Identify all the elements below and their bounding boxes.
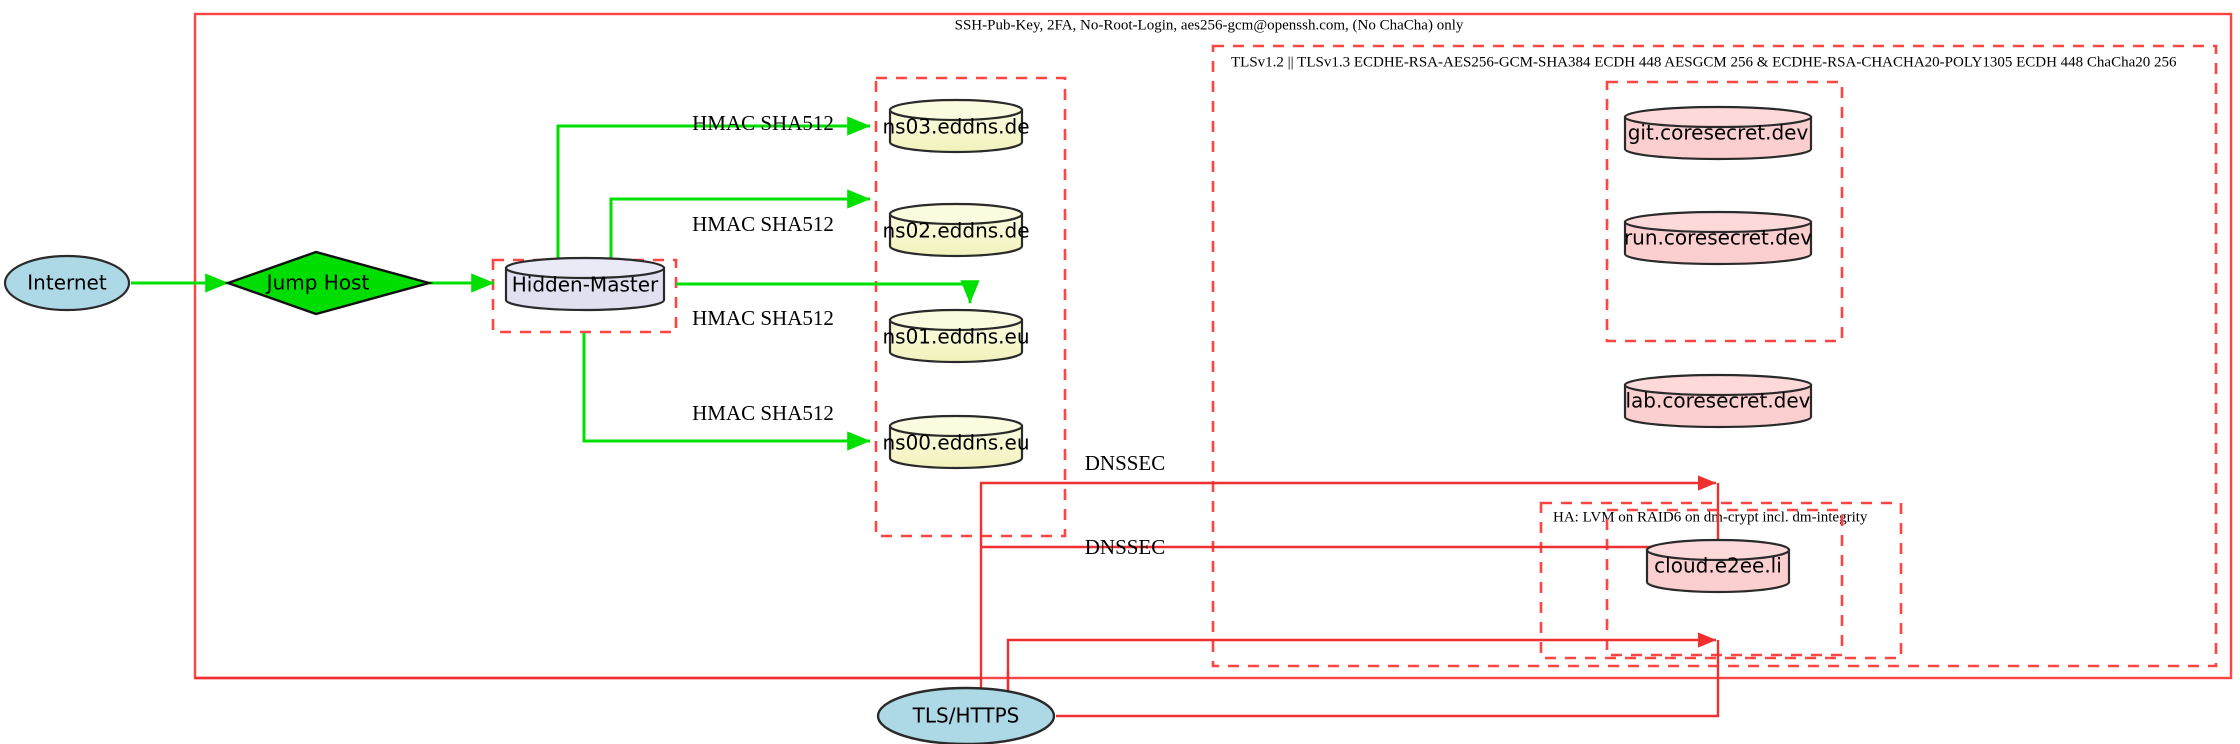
- cluster-hidden-master-boundary: [491, 258, 678, 334]
- node-git-coresecret[interactable]: git.coresecret.dev: [1623, 105, 1813, 161]
- node-ns02[interactable]: ns02.eddns.de: [882, 202, 1030, 258]
- cluster-ha-label: HA: LVM on RAID6 on dm-crypt incl. dm-in…: [1553, 509, 1868, 525]
- edge-hiddenmaster-to-ns02: [609, 189, 871, 268]
- edge-label-dnssec-bottom: DNSSEC: [1085, 535, 1166, 559]
- node-ns01[interactable]: ns01.eddns.eu: [882, 308, 1030, 364]
- edge-dnssec-top: [979, 475, 1717, 700]
- node-ns00[interactable]: ns00.eddns.eu: [882, 414, 1030, 470]
- node-internet[interactable]: Internet: [3, 254, 131, 312]
- edge-hiddenmaster-to-ns03: [556, 116, 871, 268]
- cluster-ha-boundary: [1539, 501, 1903, 660]
- edge-tlshttps-to-right: [1056, 640, 1720, 718]
- cluster-tls-boundary: [1211, 44, 2218, 668]
- edge-dnssec-bottom: [1006, 632, 1717, 700]
- node-tls-https[interactable]: TLS/HTTPS: [876, 686, 1056, 744]
- cluster-outer-ssh-label: SSH-Pub-Key, 2FA, No-Root-Login, aes256-…: [955, 17, 1464, 33]
- edge-label-hmac-ns01: HMAC SHA512: [692, 306, 834, 330]
- edge-hiddenmaster-to-ns01: [676, 280, 980, 304]
- node-run-coresecret[interactable]: run.coresecret.dev: [1623, 210, 1812, 266]
- node-hidden-master[interactable]: Hidden-Master: [504, 256, 666, 312]
- edge-label-hmac-ns00: HMAC SHA512: [692, 401, 834, 425]
- cluster-tls-label: TLSv1.2 || TLSv1.3 ECDHE-RSA-AES256-GCM-…: [1231, 54, 2177, 70]
- node-cloud-e2ee[interactable]: cloud.e2ee.li: [1645, 538, 1791, 594]
- edge-label-hmac-ns03: HMAC SHA512: [692, 111, 834, 135]
- edge-label-hmac-ns02: HMAC SHA512: [692, 212, 834, 236]
- node-ns03[interactable]: ns03.eddns.de: [882, 98, 1030, 154]
- cluster-dns-boundary: [874, 76, 1067, 538]
- cluster-outer-ssh-boundary: [193, 12, 2233, 680]
- node-lab-coresecret[interactable]: lab.coresecret.dev: [1623, 373, 1813, 429]
- cluster-cloud-boundary: [1605, 508, 1844, 657]
- cluster-coresecret-boundary: [1605, 80, 1844, 343]
- edge-label-dnssec-top: DNSSEC: [1085, 451, 1166, 475]
- node-jump-host[interactable]: Jump Host: [224, 250, 434, 316]
- edge-hiddenmaster-to-ns00: [582, 333, 871, 451]
